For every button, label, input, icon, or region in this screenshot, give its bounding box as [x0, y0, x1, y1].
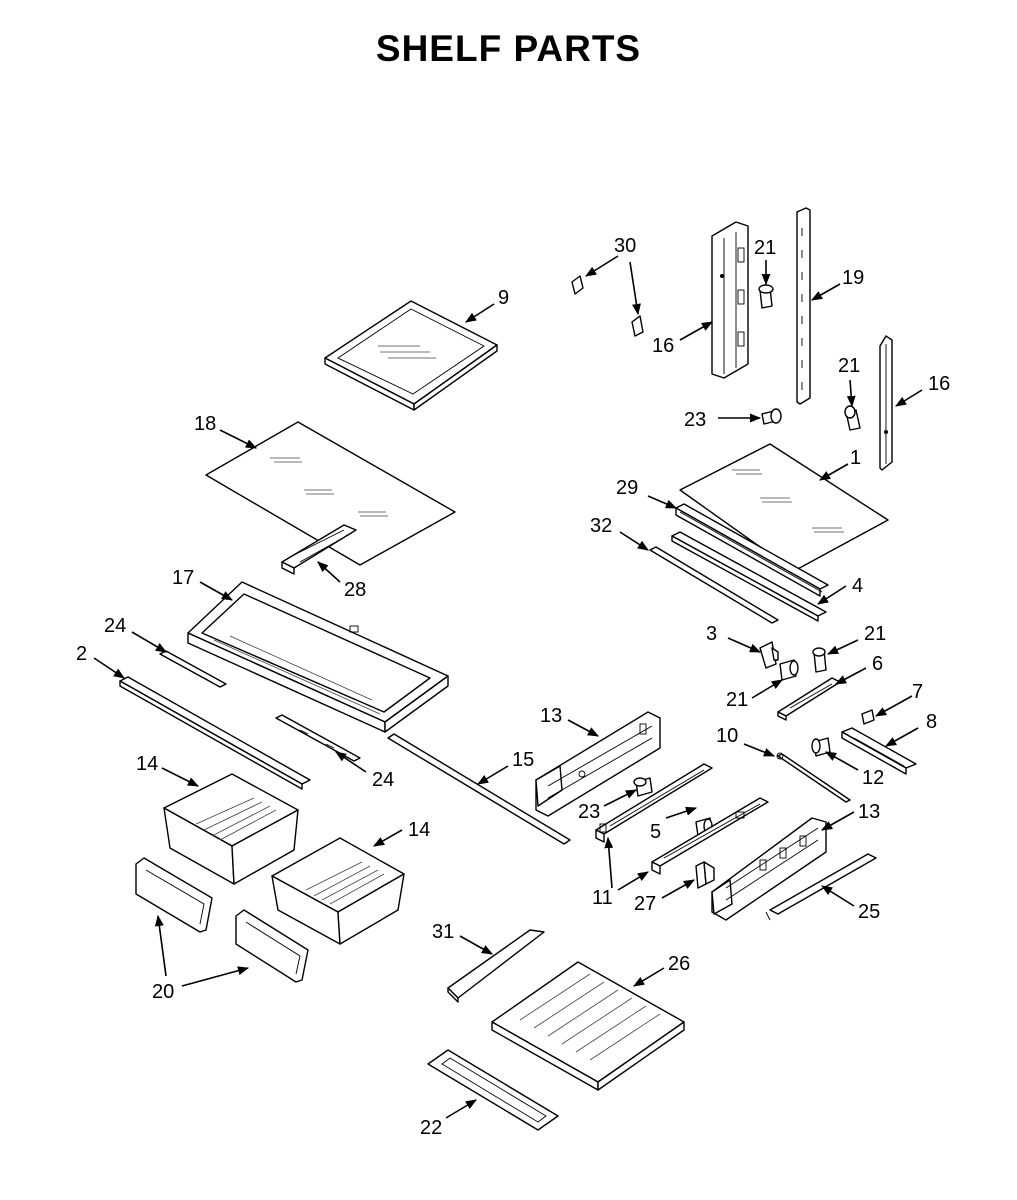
callout-15: 15 [512, 749, 534, 771]
callout-10: 10 [716, 725, 738, 747]
part-21-screw-d [812, 647, 827, 673]
part-14-bin-b [271, 837, 405, 945]
part-21-screw-a [758, 284, 774, 309]
part-20-handle-a [135, 857, 213, 933]
part-4-channel [671, 531, 827, 622]
callout-13: 13 [858, 801, 880, 823]
callout-17: 17 [172, 567, 194, 589]
callout-labels: 30 21 19 9 16 21 16 23 18 1 29 32 28 17 … [76, 235, 950, 1139]
part-23-screw-a [761, 408, 782, 425]
part-2-strip [119, 676, 311, 790]
callout-14: 14 [136, 753, 158, 775]
part-20-handle-b [235, 909, 309, 983]
part-31-divider [447, 929, 545, 1003]
part-23-screw-b [633, 777, 653, 797]
part-18-glass [205, 421, 456, 566]
callout-16: 16 [928, 373, 950, 395]
callout-24: 24 [372, 769, 394, 791]
part-10-rod [776, 752, 851, 803]
part-16-right-rail [879, 335, 893, 471]
callout-8: 8 [926, 711, 937, 733]
callout-30: 30 [614, 235, 636, 257]
callout-3: 3 [706, 623, 717, 645]
callout-21: 21 [754, 237, 776, 259]
callout-32: 32 [590, 515, 612, 537]
callout-6: 6 [872, 653, 883, 675]
part-22-handle [427, 1049, 559, 1131]
page-title: SHELF PARTS [375, 28, 642, 69]
callout-9: 9 [498, 287, 509, 309]
part-28-bracket [281, 524, 357, 575]
callout-21: 21 [864, 623, 886, 645]
callout-31: 31 [432, 921, 454, 943]
callout-21: 21 [726, 689, 748, 711]
part-16-left-rail [711, 221, 749, 379]
callout-23: 23 [578, 801, 600, 823]
callout-7: 7 [912, 681, 923, 703]
callout-24: 24 [104, 615, 126, 637]
part-9-shelf [324, 300, 498, 411]
callout-2: 2 [76, 643, 87, 665]
part-32-rod [649, 546, 779, 624]
part-14-bin-a [163, 773, 299, 885]
part-21-screw-c [779, 659, 799, 681]
part-slide-rail-lower [651, 797, 769, 875]
callout-27: 27 [634, 893, 656, 915]
part-8-plate [841, 727, 917, 775]
part-19-standard [796, 207, 811, 405]
callout-28: 28 [344, 579, 366, 601]
callout-21: 21 [838, 355, 860, 377]
part-27-bracket [695, 861, 715, 889]
part-15-rod [387, 733, 571, 845]
part-24-bar-b [275, 714, 361, 762]
callout-4: 4 [852, 575, 863, 597]
callout-19: 19 [842, 267, 864, 289]
callout-22: 22 [420, 1117, 442, 1139]
callout-25: 25 [858, 901, 880, 923]
callout-23: 23 [684, 409, 706, 431]
callout-16: 16 [652, 335, 674, 357]
callout-14: 14 [408, 819, 430, 841]
callout-11: 11 [592, 887, 613, 909]
part-17-frame [187, 581, 449, 733]
part-30-clips [571, 275, 644, 337]
part-13-housing-b [711, 817, 827, 921]
part-7-clip [861, 709, 875, 725]
part-11-rail [595, 763, 713, 843]
callout-13: 13 [540, 705, 562, 727]
callout-18: 18 [194, 413, 216, 435]
callout-26: 26 [668, 953, 690, 975]
part-25-wire [765, 853, 877, 921]
callout-20: 20 [152, 981, 174, 1003]
callout-12: 12 [862, 767, 884, 789]
part-3-latch [759, 641, 779, 669]
leader-lines [93, 255, 923, 1119]
part-13-housing-a [535, 711, 661, 817]
part-26-pan [491, 961, 685, 1091]
callout-5: 5 [650, 821, 661, 843]
callout-1: 1 [850, 447, 861, 469]
part-21-screw-b [844, 405, 861, 431]
callout-29: 29 [616, 477, 638, 499]
part-6-plate [777, 677, 841, 721]
